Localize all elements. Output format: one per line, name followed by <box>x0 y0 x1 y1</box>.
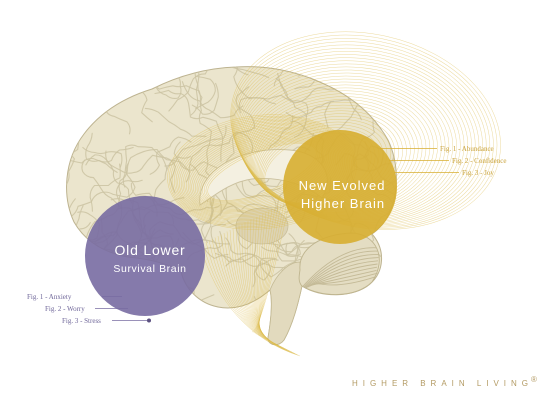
brain-fold <box>118 149 191 208</box>
lower-brain-leaders <box>95 296 147 321</box>
brain-fold <box>226 66 270 79</box>
brain-fold <box>66 229 75 258</box>
lower-brain-circle <box>85 196 205 316</box>
brain-fold <box>191 82 219 115</box>
brain-fold <box>275 77 362 121</box>
higher-label-fig-2: Fig. 2 - Confidence <box>452 157 506 165</box>
brainstem <box>267 261 303 346</box>
brain-fold <box>173 141 229 217</box>
brain-fold <box>235 66 255 76</box>
brain-fold <box>85 154 133 204</box>
brain-fold <box>181 81 244 119</box>
cerebellum-fold <box>299 250 380 292</box>
brain-fold <box>147 80 202 106</box>
wire-arc <box>259 208 273 338</box>
wire-arc <box>255 214 269 341</box>
brain-fold <box>123 66 193 83</box>
wire-arc <box>258 211 267 339</box>
higher-brain-title-line1: New Evolved <box>299 178 386 193</box>
lower-label-fig-2: Fig. 2 - Worry <box>45 305 85 313</box>
cerebellum-fold <box>303 257 379 290</box>
wire-arc <box>247 220 275 344</box>
wire-arc <box>256 204 282 335</box>
brain-fold <box>149 136 192 175</box>
cerebellum-fold <box>307 263 378 288</box>
lower-brain-title-line1: Old Lower <box>114 242 185 258</box>
brain-fold <box>66 232 76 252</box>
cerebellum-fold <box>301 253 380 291</box>
brain-fold <box>122 144 168 188</box>
lower-brain-title-line2: Survival Brain <box>113 263 186 275</box>
wireframe-lower-ribbon <box>199 199 301 357</box>
brand-logo: HIGHER BRAIN LIVING <box>352 379 528 388</box>
cerebellum-fold <box>299 247 380 293</box>
brain-fold <box>89 163 121 212</box>
wire-arc <box>252 217 272 342</box>
higher-brain-leaders <box>380 148 459 173</box>
brain-fold <box>140 66 197 77</box>
brain-fold <box>144 107 207 137</box>
higher-brain-circle <box>283 130 397 244</box>
wire-arc <box>244 222 277 345</box>
wire-arc <box>257 213 267 340</box>
lower-label-fig-3: Fig. 3 - Stress <box>62 317 101 325</box>
wire-arc <box>257 205 279 336</box>
brain-fold <box>195 75 216 110</box>
higher-brain-title-line2: Higher Brain <box>301 196 385 211</box>
brain-fold <box>70 162 136 218</box>
brain-fold <box>82 146 123 168</box>
wire-arc <box>249 219 273 343</box>
cerebellum-folds <box>299 247 380 293</box>
brain-fold <box>66 66 106 107</box>
cerebellum-fold <box>315 276 376 286</box>
wire-arc <box>254 216 270 342</box>
cerebellum-fold <box>305 260 379 289</box>
lower-leader-dot <box>147 318 151 323</box>
brain-fold <box>194 71 217 178</box>
wire-arc <box>254 202 285 334</box>
wire-arc <box>253 201 288 334</box>
lower-label-fig-1: Fig. 1 - Anxiety <box>27 293 72 301</box>
brain-fold <box>85 132 134 163</box>
brain-fold <box>238 94 309 117</box>
brain-fold <box>66 157 118 187</box>
registered-mark: ® <box>531 375 537 384</box>
brain-fold <box>273 66 326 87</box>
higher-label-fig-3: Fig. 3 - Joy <box>462 169 494 177</box>
wire-arc <box>258 207 276 337</box>
wire-arc <box>251 199 291 333</box>
brain-fold <box>66 138 76 185</box>
wire-arc <box>258 210 270 338</box>
higher-label-fig-1: Fig. 1 - Abundance <box>440 145 494 153</box>
brain-fold <box>81 159 122 209</box>
